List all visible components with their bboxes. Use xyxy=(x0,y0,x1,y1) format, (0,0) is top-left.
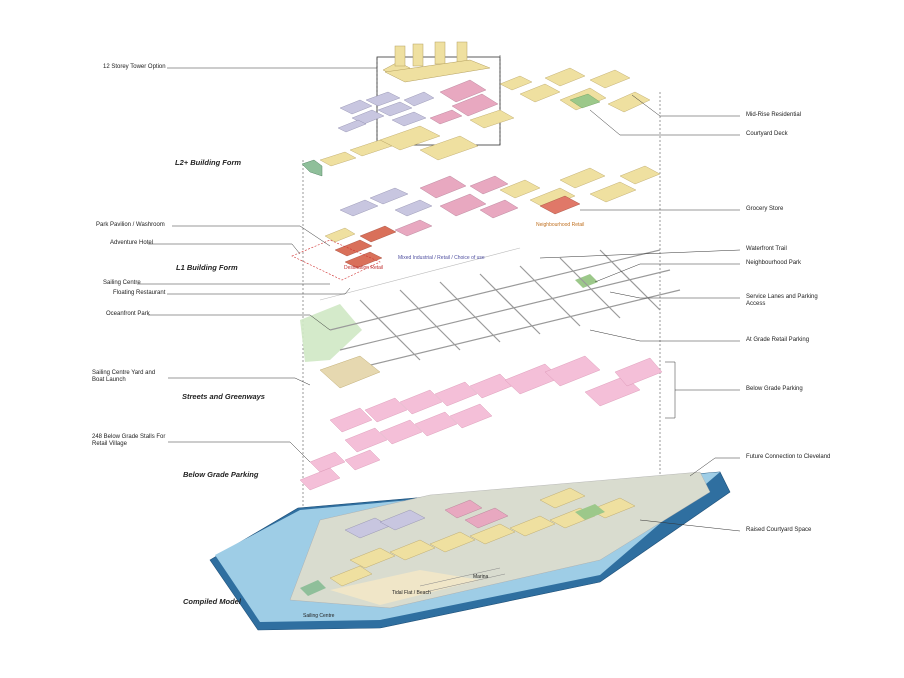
compiled-sailing-green xyxy=(300,580,326,596)
inline-destination-retail: Destination Retail xyxy=(344,265,384,271)
destination-retail-blocks xyxy=(334,225,397,269)
label-belowgrade: Below Grade Parking xyxy=(746,386,803,392)
compiled-courtyard-green xyxy=(575,504,605,520)
hotel-outline xyxy=(291,239,381,281)
office-blocks-l1 xyxy=(339,187,433,217)
inline-mixed-industrial: Mixed Industrial / Retail / Choice of us… xyxy=(398,255,485,261)
retail-blocks-l1 xyxy=(394,175,519,237)
inline-tidal: Tidal Flat / Beach xyxy=(392,590,431,596)
label-floating: Floating Restaurant xyxy=(113,290,166,296)
label-midrise: Mid-Rise Residential xyxy=(746,112,802,118)
label-atgrade: At Grade Retail Parking xyxy=(746,337,810,343)
residential-blocks-l1 xyxy=(324,165,661,243)
courtyard-deck-green xyxy=(569,93,601,109)
label-raised: Raised Courtyard Space xyxy=(746,527,812,533)
tower-blocks xyxy=(382,41,491,83)
waterfront-trail-line xyxy=(319,247,521,301)
layer-title-combined: Compiled Model xyxy=(183,597,241,606)
label-pavilion: Park Pavilion / Washroom xyxy=(96,222,165,228)
label-courtyard: Courtyard Deck xyxy=(746,131,788,137)
compiled-model-layer xyxy=(209,471,731,631)
inline-marina: Marina xyxy=(473,574,489,580)
l1-building-form-layer xyxy=(291,165,661,281)
compiled-office xyxy=(344,509,426,539)
layer-title-streets: Streets and Greenways xyxy=(182,392,265,401)
label-boatyard: Sailing Centre Yard and Boat Launch xyxy=(92,370,156,383)
label-trail: Waterfront Trail xyxy=(746,246,787,252)
leader-lines-right xyxy=(539,94,741,532)
pavilion-green xyxy=(301,159,323,177)
layer-title-parking: Below Grade Parking xyxy=(183,470,259,479)
leader-lines-left xyxy=(137,67,377,463)
label-grocery: Grocery Store xyxy=(746,206,784,212)
oceanfront-park-green xyxy=(300,304,362,362)
label-service: Service Lanes and Parking Access xyxy=(746,294,818,307)
label-hotel: Adventure Hotel xyxy=(110,240,154,246)
beach xyxy=(330,570,480,605)
label-future: Future Connection to Cleveland xyxy=(746,454,831,460)
label-oceanfront: Oceanfront Park xyxy=(106,311,150,317)
street-network xyxy=(329,249,681,371)
label-sailing: Sailing Centre xyxy=(103,280,141,286)
neighbourhood-park-green xyxy=(575,274,598,288)
label-npark: Neighbourhood Park xyxy=(746,260,802,266)
retail-blocks-upper xyxy=(429,79,499,125)
marina-docks xyxy=(419,567,506,593)
office-blocks xyxy=(337,91,435,133)
inline-sailing-centre: Sailing Centre xyxy=(303,613,335,619)
boat-yard xyxy=(319,355,381,389)
layer-title-l1: L1 Building Form xyxy=(176,263,238,272)
streets-greenways-layer xyxy=(300,247,681,389)
layer-title-l2: L2+ Building Form xyxy=(175,158,242,167)
label-stalls: 248 Below Grade Stalls For Retail Villag… xyxy=(92,434,166,447)
below-grade-parking-layer xyxy=(299,355,663,491)
compiled-retail xyxy=(444,499,509,529)
label-tower: 12 Storey Tower Option xyxy=(103,64,166,70)
inline-neighbourhood-retail: Neighbourhood Retail xyxy=(536,222,585,228)
l2-building-form-layer xyxy=(301,41,651,177)
grocery-blocks xyxy=(539,195,581,215)
